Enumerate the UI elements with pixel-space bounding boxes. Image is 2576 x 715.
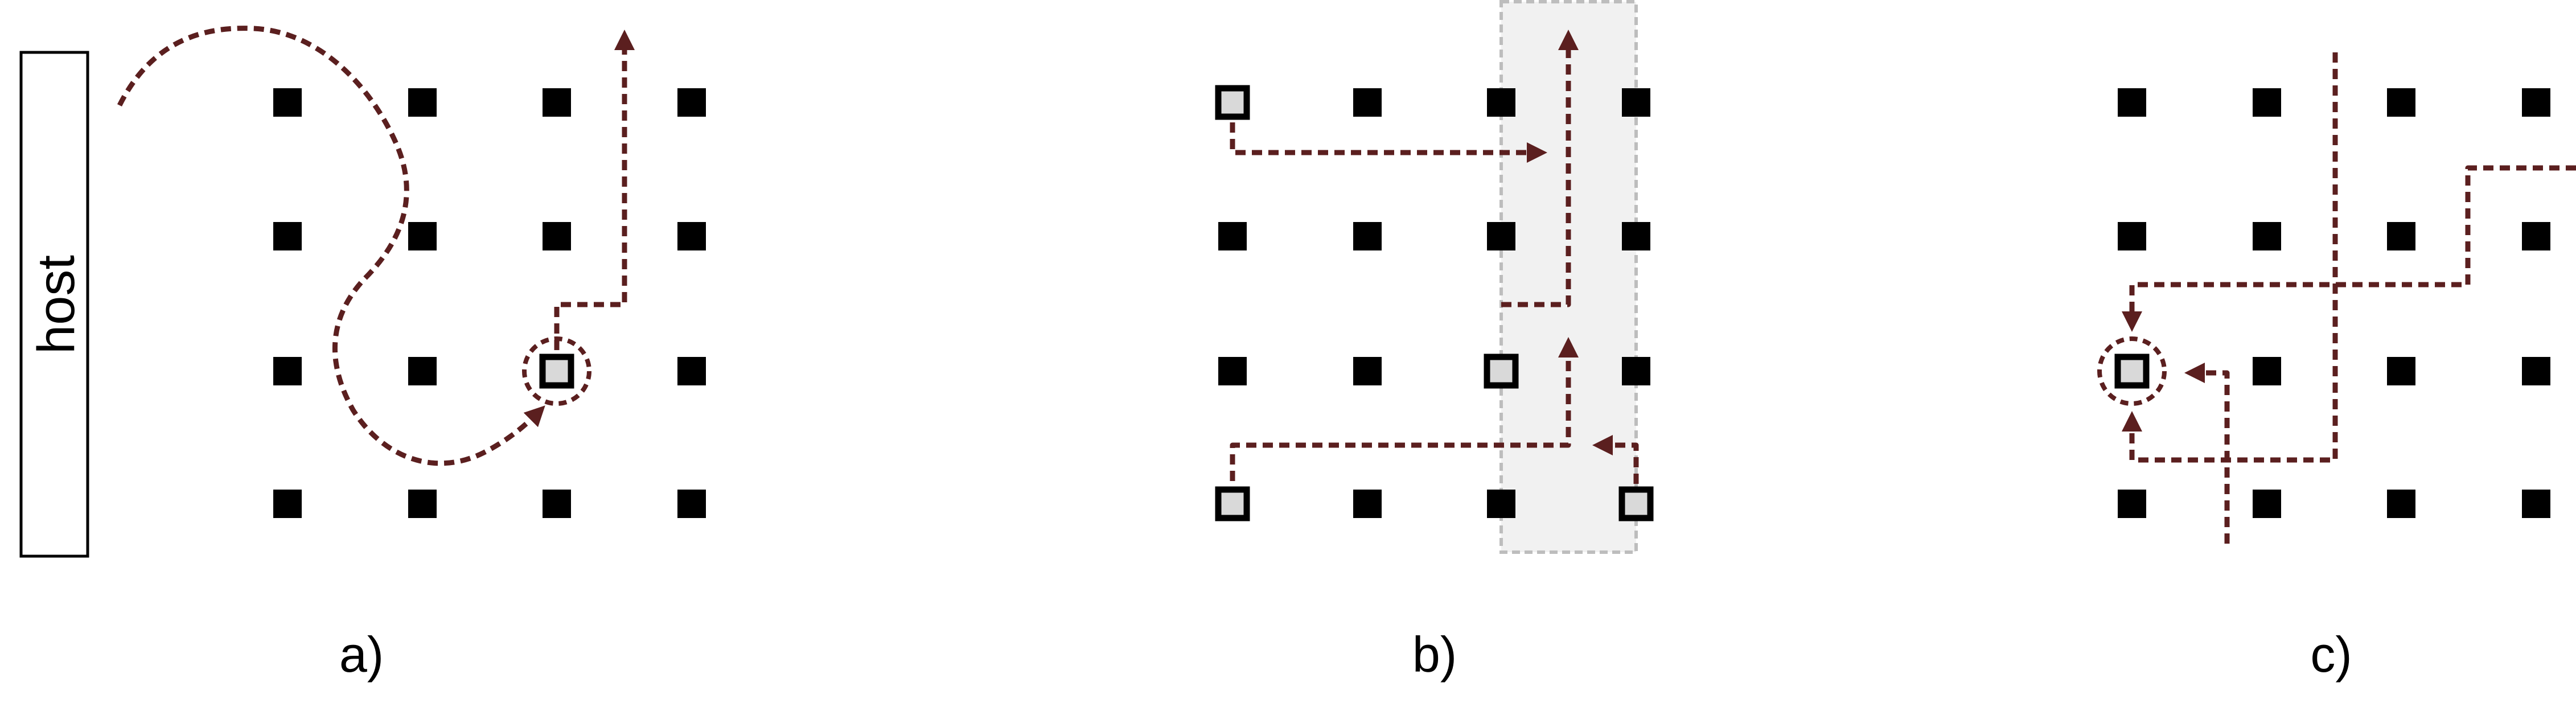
panel-b-node-r1-c4 <box>1622 88 1650 117</box>
panel-b-highlighted-column <box>1499 0 1638 554</box>
panel-c-right-entry-path <box>2122 165 2576 332</box>
host-box <box>19 51 89 558</box>
panel-a-paths <box>117 26 635 466</box>
panel-c-node-r4-c2 <box>2253 490 2281 518</box>
panel-a-label: a) <box>339 626 384 683</box>
panel-c-bottom-entry-path <box>2184 363 2230 544</box>
panel-a-node-r2-c2 <box>408 222 437 250</box>
host-block: host <box>19 51 89 558</box>
panel-c-node-r2-c1 <box>2118 222 2146 250</box>
panel-a-node-r1-c3 <box>543 88 571 117</box>
panel-b-node-r1-c2 <box>1353 88 1382 117</box>
panel-b-node-r4-c1-highlighted <box>1215 486 1250 521</box>
panel-c-node-r2-c3 <box>2387 222 2415 250</box>
panel-b-node-r3-c4 <box>1622 357 1650 385</box>
panel-b-node-r3-c2 <box>1353 357 1382 385</box>
panel-a-node-to-top-path <box>554 30 635 350</box>
panel-a-node-r2-c3 <box>543 222 571 250</box>
panel-a-node-r4-c1 <box>273 490 302 518</box>
panel-c-node-r1-c1 <box>2118 88 2146 117</box>
panel-a-node-r1-c2 <box>408 88 437 117</box>
host-label: host <box>27 255 85 354</box>
panel-a-node-r3-c2 <box>408 357 437 385</box>
panel-c-target-node-ring <box>2097 336 2167 406</box>
panel-b-node-r2-c2 <box>1353 222 1382 250</box>
panel-a-target-node-ring <box>522 336 591 406</box>
panel-c-node-r1-c4 <box>2522 88 2550 117</box>
panel-a-node-r3-c1 <box>273 357 302 385</box>
panel-b-node-r3-c1 <box>1218 357 1247 385</box>
panel-a-node-r4-c4 <box>677 490 706 518</box>
panel-b-node-r4-c3 <box>1487 490 1515 518</box>
panel-a-node-r2-c4 <box>677 222 706 250</box>
panel-c-node-r3-c4 <box>2522 357 2550 385</box>
panel-b-node-r2-c1 <box>1218 222 1247 250</box>
panel-b-node-r1-c1-highlighted <box>1215 85 1250 120</box>
panel-c-node-r1-c3 <box>2387 88 2415 117</box>
panel-b-node-r4-c2 <box>1353 490 1382 518</box>
panel-b-label: b) <box>1412 626 1457 683</box>
panel-b-bottom-right-path <box>1592 435 1639 484</box>
panel-b-node-r1-c3 <box>1487 88 1515 117</box>
panel-c-node-r4-c1 <box>2118 490 2146 518</box>
panel-b-column-up-path <box>1501 30 1579 307</box>
panel-c-node-r1-c2 <box>2253 88 2281 117</box>
panel-c-node-r2-c4 <box>2522 222 2550 250</box>
panel-c-node-r3-c2 <box>2253 357 2281 385</box>
panel-b-node-r2-c3 <box>1487 222 1515 250</box>
panel-b-node-r3-c3-highlighted <box>1484 354 1519 389</box>
node-grids <box>273 85 2550 521</box>
panel-b-top-row-path <box>1230 122 1547 163</box>
panel-c-vertical-crossing-path <box>2122 52 2338 463</box>
panel-a-node-r4-c3 <box>543 490 571 518</box>
panel-b-bottom-row-path <box>1230 337 1579 481</box>
panel-c-label: c) <box>2310 626 2352 683</box>
panel-c-paths <box>2097 52 2576 544</box>
panel-b-paths <box>1230 30 1639 484</box>
panel-c-node-r3-c3 <box>2387 357 2415 385</box>
panel-a-node-r4-c2 <box>408 490 437 518</box>
panel-a-host-to-node-path <box>117 26 545 466</box>
panel-b-node-r4-c4-highlighted <box>1618 486 1654 521</box>
panel-c-node-r3-c1-highlighted <box>2114 354 2150 389</box>
panel-a-node-r2-c1 <box>273 222 302 250</box>
panel-a-node-r1-c4 <box>677 88 706 117</box>
panel-a-node-r3-c3-highlighted <box>539 354 574 389</box>
panel-a-node-r3-c4 <box>677 357 706 385</box>
panel-c-node-r2-c2 <box>2253 222 2281 250</box>
panel-a-node-r1-c1 <box>273 88 302 117</box>
panel-c-node-r4-c3 <box>2387 490 2415 518</box>
panel-c-node-r4-c4 <box>2522 490 2550 518</box>
panel-b-node-r2-c4 <box>1622 222 1650 250</box>
